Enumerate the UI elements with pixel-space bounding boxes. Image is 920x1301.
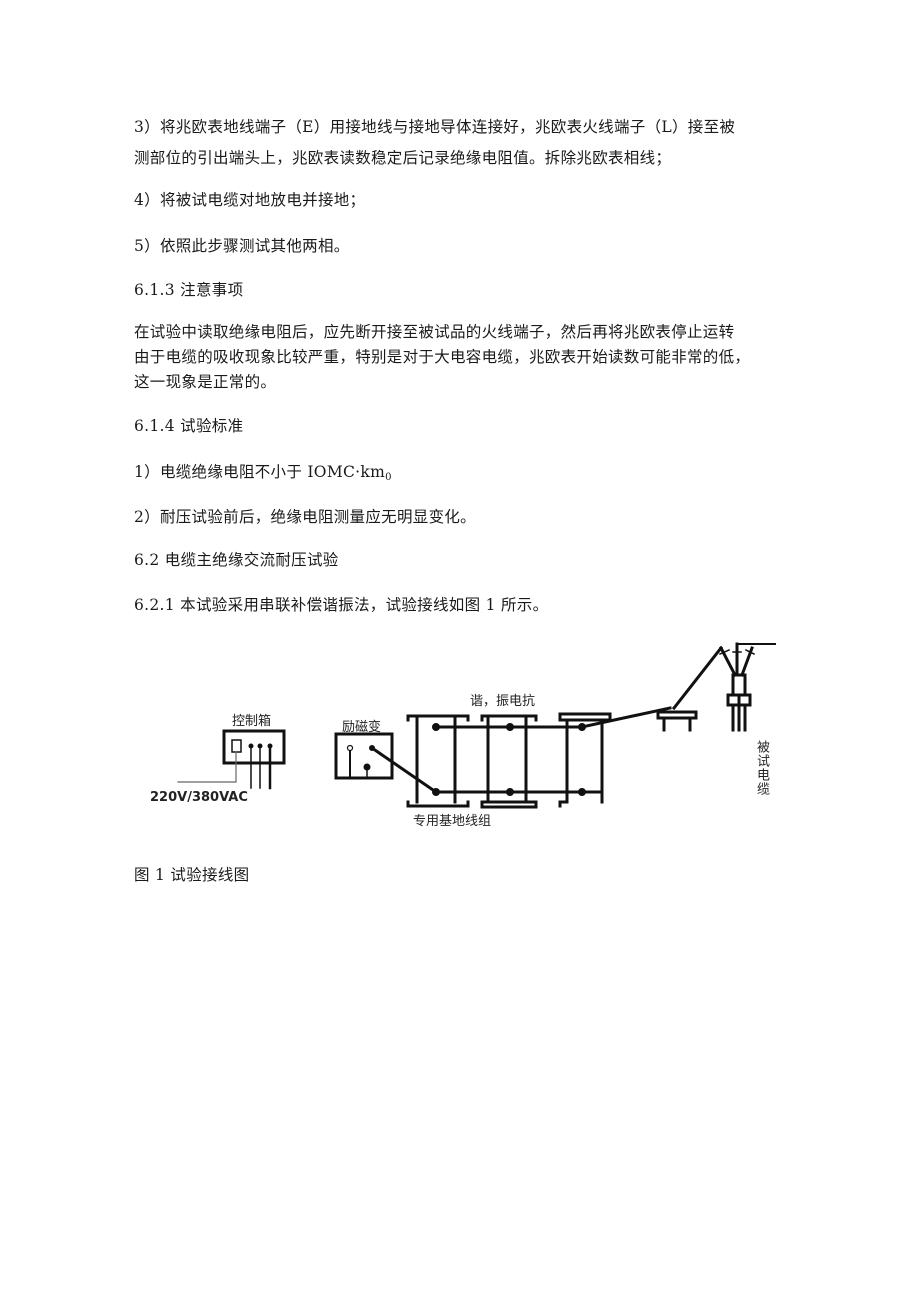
heading-6-1-4: 6.1.4 试验标准	[134, 417, 244, 435]
heading-6-1-3: 6.1.3 注意事项	[134, 281, 244, 299]
control-box-label: 控制箱	[232, 714, 272, 729]
cable-under-test-label: 被试电缆	[754, 740, 769, 796]
paragraph-6-2-1: 6.2.1 本试验采用串联补偿谐振法，试验接线如图 1 所示。	[134, 596, 549, 614]
exciter-transformer-label: 励磁变	[342, 720, 382, 735]
paragraph-note: 在试验中读取绝缘电阻后，应先断开接至被试品的火线端子，然后再将兆欧表停止运转 由…	[134, 320, 814, 395]
test-wiring-diagram: 控制箱 220V/380VAC 励磁变 谐，振电抗 专用基地线组 被试电缆	[130, 630, 810, 850]
note-line-2: 由于电缆的吸收现象比较严重，特别是对于大电容电缆，兆欧表开始读数可能非常的低，	[134, 348, 751, 366]
power-supply-label: 220V/380VAC	[150, 790, 248, 805]
note-line-1: 在试验中读取绝缘电阻后，应先断开接至被试品的火线端子，然后再将兆欧表停止运转	[134, 323, 735, 341]
paragraph-step-4: 4）将被试电缆对地放电并接地；	[134, 191, 366, 209]
note-line-3: 这一现象是正常的。	[134, 373, 277, 391]
step-3-line-1: 3）将兆欧表地线端子（E）用接地线与接地导体连接好，兆欧表火线端子（L）接至被	[134, 118, 736, 136]
resonant-reactor-label: 谐，振电抗	[470, 694, 536, 709]
standard-1-subscript: 0	[385, 472, 392, 483]
paragraph-step-5: 5）依照此步骤测试其他两相。	[134, 237, 350, 255]
wiring-diagram-graphic	[177, 642, 776, 809]
paragraph-standard-2: 2）耐压试验前后，绝缘电阻测量应无明显变化。	[134, 508, 476, 526]
figure-caption: 图 1 试验接线图	[134, 866, 250, 884]
heading-6-2: 6.2 电缆主绝缘交流耐压试验	[134, 551, 339, 569]
paragraph-standard-1: 1）电缆绝缘电阻不小于 IOMC·km0	[134, 460, 814, 490]
paragraph-step-3: 3）将兆欧表地线端子（E）用接地线与接地导体连接好，兆欧表火线端子（L）接至被 …	[134, 115, 814, 171]
ground-wire-set-label: 专用基地线组	[413, 814, 492, 829]
step-3-line-2: 测部位的引出端头上，兆欧表读数稳定后记录绝缘电阻值。拆除兆欧表相线；	[134, 149, 672, 167]
control-box-outline	[222, 729, 286, 765]
standard-1-text: 1）电缆绝缘电阻不小于 IOMC·km	[134, 463, 386, 481]
